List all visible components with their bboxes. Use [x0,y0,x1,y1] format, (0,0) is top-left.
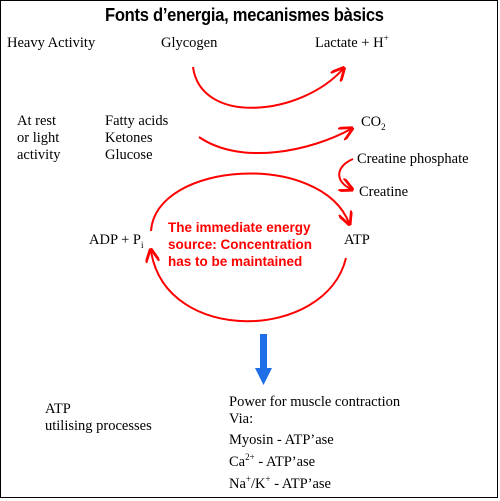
atp-to-adp-arrow [151,251,347,323]
glycogen-label: Glycogen [161,35,218,51]
lactate-label: Lactate + H+ [315,33,389,51]
adp-to-atp-arrow [150,172,349,232]
sodium-potassium-atpase-line: Na+/K+ - ATP’ase [229,474,331,492]
glycogen-to-lactate-arrow [192,67,343,109]
creatine-label: Creatine [359,184,409,200]
blue-down-arrow-icon [255,334,272,385]
muscle-contraction-list: Power for muscle contraction Via: Myosin… [229,394,401,492]
adp-label: ADP + Pi [89,232,144,250]
creatine-phosphate-label: Creatine phosphate [357,151,469,167]
heavy-activity-label: Heavy Activity [7,35,96,51]
fuels-to-co2-arrow [198,129,351,155]
atp-label: ATP [344,232,370,248]
calcium-atpase-line: Ca2+ - ATP’ase [229,452,316,470]
creatine-phosphate-to-creatine-arrow [339,158,353,189]
co2-label: CO2 [361,114,386,132]
diagram-title: Fonts d’energia, mecanismes bàsics [105,5,384,25]
